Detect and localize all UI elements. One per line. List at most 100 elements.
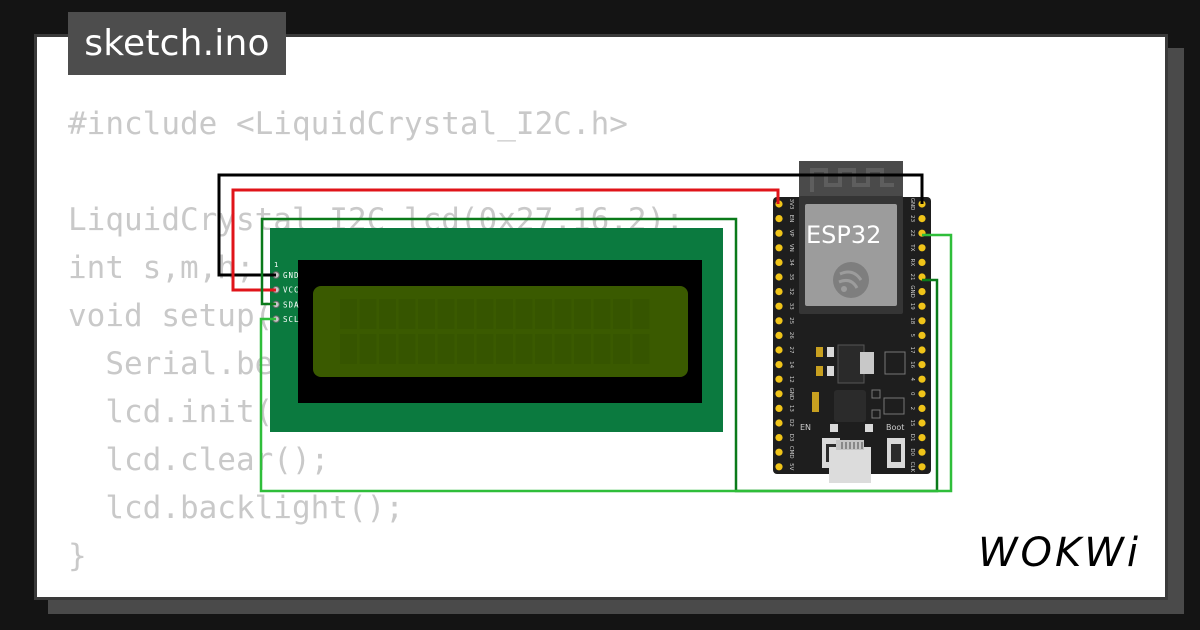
lcd-pin-label: VCC bbox=[283, 286, 300, 295]
lcd-character-cell bbox=[496, 299, 513, 329]
esp32-pin-label: VP bbox=[788, 230, 794, 238]
esp32-pin-16[interactable] bbox=[918, 361, 926, 369]
lcd-character-cell bbox=[574, 334, 591, 364]
code-line: #include <LiquidCrystal_I2C.h> bbox=[68, 106, 628, 142]
espressif-logo-icon bbox=[833, 262, 869, 298]
esp32-pin-label: 32 bbox=[788, 288, 794, 295]
esp32-pin-label: 26 bbox=[788, 332, 794, 339]
lcd-character-cell bbox=[476, 334, 494, 364]
lcd-character-cell bbox=[437, 334, 455, 364]
lcd-character-cells bbox=[340, 299, 650, 364]
lcd-character-cell bbox=[379, 299, 396, 329]
esp32-pin-23[interactable] bbox=[918, 215, 926, 223]
esp32-pin-34[interactable] bbox=[775, 258, 783, 266]
lcd-character-cell bbox=[418, 334, 435, 364]
lcd-character-cell bbox=[418, 299, 435, 329]
boot-button[interactable] bbox=[887, 438, 905, 468]
esp32-pin-33[interactable] bbox=[775, 302, 783, 310]
esp32-pin-gnd[interactable] bbox=[775, 390, 783, 398]
esp32-pin-5v[interactable] bbox=[775, 463, 783, 471]
lcd-character-cell bbox=[457, 299, 474, 329]
wires[interactable] bbox=[217, 173, 953, 493]
wire-vcc bbox=[231, 188, 780, 292]
esp32-pin-0[interactable] bbox=[918, 390, 926, 398]
esp32-pin-label: 21 bbox=[909, 274, 915, 281]
usb-contact bbox=[845, 442, 847, 449]
esp32-pin-19[interactable] bbox=[918, 302, 926, 310]
esp32-pin-17[interactable] bbox=[918, 346, 926, 354]
esp32-pin-d0[interactable] bbox=[918, 448, 926, 456]
esp32-pin-2[interactable] bbox=[918, 404, 926, 412]
smd-component bbox=[816, 347, 823, 357]
esp32-pin-label: VN bbox=[788, 244, 794, 252]
esp32-pin-rx[interactable] bbox=[918, 258, 926, 266]
lcd-character-cell bbox=[632, 299, 650, 329]
usb-port-contacts bbox=[841, 442, 863, 449]
usb-contact bbox=[853, 442, 855, 449]
esp32-pin-clk[interactable] bbox=[918, 463, 926, 471]
esp32-pin-d1[interactable] bbox=[918, 434, 926, 442]
esp32-pin-gnd[interactable] bbox=[918, 288, 926, 296]
esp32-pin-tx[interactable] bbox=[918, 244, 926, 252]
esp32-pin-35[interactable] bbox=[775, 273, 783, 281]
esp32-pin-32[interactable] bbox=[775, 288, 783, 296]
lcd-character-cell bbox=[437, 299, 455, 329]
esp32-pin-15[interactable] bbox=[918, 419, 926, 427]
lcd-character-cell bbox=[593, 299, 611, 329]
lcd-character-cell bbox=[340, 299, 357, 329]
esp32-board[interactable]: ESP32 EN Boot 3V3 bbox=[773, 161, 931, 483]
esp32-pin-label: CMD bbox=[788, 446, 794, 459]
esp32-pin-d3[interactable] bbox=[775, 434, 783, 442]
lcd-character-cell bbox=[632, 334, 650, 364]
lcd-character-cell bbox=[554, 299, 572, 329]
lcd-character-cell bbox=[535, 299, 552, 329]
esp32-pin-label: 4 bbox=[909, 377, 915, 381]
lcd-character-cell bbox=[359, 334, 377, 364]
esp32-pin-18[interactable] bbox=[918, 317, 926, 325]
esp32-pin-label: D0 bbox=[909, 448, 915, 456]
lcd-character-cell bbox=[398, 334, 416, 364]
esp32-pin-label: TX bbox=[909, 243, 915, 251]
lcd-character-cell bbox=[398, 299, 416, 329]
regulator-tab bbox=[860, 352, 874, 374]
lcd-character-cell bbox=[515, 334, 533, 364]
wokwi-logo-text: WOKWi bbox=[978, 530, 1141, 576]
esp32-pin-cmd[interactable] bbox=[775, 448, 783, 456]
esp32-pin-label: 25 bbox=[788, 317, 794, 324]
file-tab-sketch[interactable]: sketch.ino bbox=[68, 12, 286, 75]
esp32-pin-vp[interactable] bbox=[775, 229, 783, 237]
esp32-pin-14[interactable] bbox=[775, 361, 783, 369]
wokwi-logo: WOKWi bbox=[978, 530, 1141, 576]
esp32-pin-vn[interactable] bbox=[775, 244, 783, 252]
esp32-pin-d2[interactable] bbox=[775, 419, 783, 427]
esp32-pin-4[interactable] bbox=[918, 375, 926, 383]
antenna-trace-icon bbox=[810, 168, 894, 192]
esp32-pin-label: D1 bbox=[909, 434, 915, 442]
usb-contact bbox=[861, 442, 863, 449]
esp32-pin-label: 17 bbox=[909, 347, 915, 354]
esp32-pin-5[interactable] bbox=[918, 331, 926, 339]
esp32-pin-27[interactable] bbox=[775, 346, 783, 354]
esp32-pin-label: 15 bbox=[909, 420, 915, 427]
esp32-pin-26[interactable] bbox=[775, 331, 783, 339]
esp32-shield bbox=[805, 204, 897, 306]
voltage-regulator bbox=[837, 344, 865, 384]
esp32-pin-25[interactable] bbox=[775, 317, 783, 325]
boot-button-label: Boot bbox=[886, 423, 904, 432]
lcd-character-cell bbox=[613, 334, 630, 364]
usb-contact bbox=[857, 442, 859, 449]
smd-component bbox=[865, 424, 873, 432]
esp32-pin-13[interactable] bbox=[775, 404, 783, 412]
esp32-pin-label: D3 bbox=[788, 434, 794, 442]
esp32-pin-label: 3V3 bbox=[788, 199, 794, 210]
usb-uart-chip bbox=[834, 390, 866, 422]
esp32-pin-12[interactable] bbox=[775, 375, 783, 383]
esp32-pin-label: 5V bbox=[788, 463, 794, 470]
lcd-character-cell bbox=[554, 334, 572, 364]
usb-contact bbox=[841, 442, 843, 449]
esp32-pin-en[interactable] bbox=[775, 215, 783, 223]
esp32-pin-label: 5 bbox=[909, 334, 915, 338]
lcd-character-cell bbox=[379, 334, 396, 364]
smd-component bbox=[871, 389, 881, 399]
